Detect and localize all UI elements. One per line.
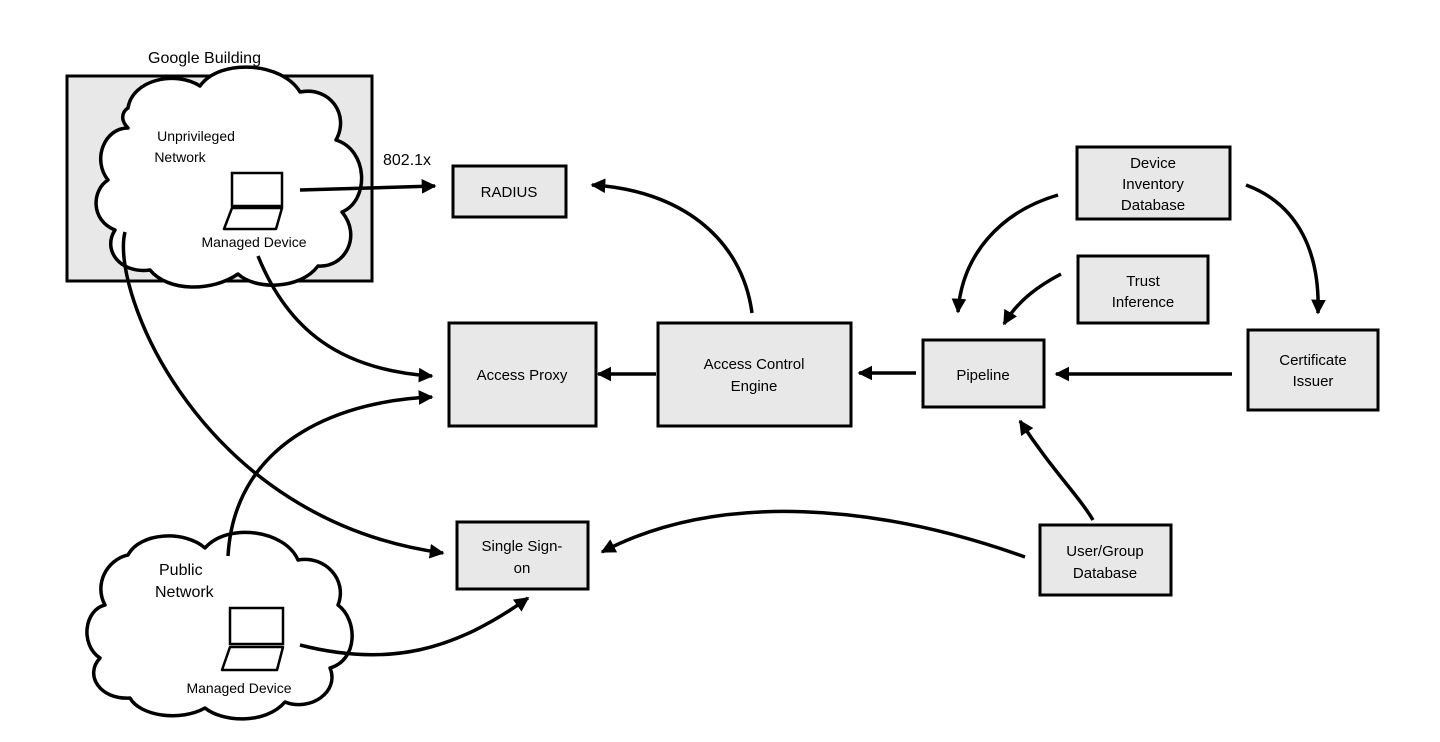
device-inventory-label-3: Database bbox=[1121, 197, 1185, 214]
edge-device-inventory-to-pipeline bbox=[951, 193, 1059, 314]
node-radius: RADIUS bbox=[451, 164, 568, 219]
edge-public-network-to-access-proxy bbox=[226, 390, 434, 557]
certificate-issuer-label-1: Certificate bbox=[1279, 352, 1347, 369]
node-access-control-engine: Access Control Engine bbox=[656, 321, 853, 428]
single-sign-on-label-2: on bbox=[514, 560, 531, 577]
node-device-inventory-database: Device Inventory Database bbox=[1075, 145, 1232, 221]
unprivileged-network-label-1: Unprivileged bbox=[157, 128, 235, 144]
edge-public-device-to-sso bbox=[299, 596, 530, 657]
edge-user-group-to-sso bbox=[600, 509, 1026, 559]
edge-managed-device-to-access-proxy bbox=[256, 255, 434, 383]
public-network-label-2: Network bbox=[155, 584, 215, 601]
cloud-shape bbox=[94, 65, 364, 289]
device-inventory-label-1: Device bbox=[1130, 155, 1176, 172]
node-certificate-issuer: Certificate Issuer bbox=[1246, 328, 1380, 412]
device-inventory-label-2: Inventory bbox=[1122, 176, 1184, 193]
access-control-engine-label-2: Engine bbox=[731, 378, 778, 395]
edge-device-inventory-to-cert-issuer bbox=[1245, 183, 1326, 315]
node-pipeline: Pipeline bbox=[921, 338, 1046, 409]
edge-building-to-sso bbox=[121, 231, 445, 559]
node-access-proxy: Access Proxy bbox=[447, 321, 598, 428]
edge-user-group-to-pipeline bbox=[1018, 419, 1095, 521]
access-proxy-label: Access Proxy bbox=[477, 367, 568, 384]
edge-laptop-to-radius bbox=[299, 179, 437, 194]
trust-inference-label-2: Inference bbox=[1112, 294, 1175, 311]
public-network-cloud: Public Network Managed Device bbox=[85, 530, 354, 721]
public-network-label-1: Public bbox=[159, 562, 203, 579]
node-user-group-database: User/Group Database bbox=[1038, 523, 1173, 597]
pipeline-label: Pipeline bbox=[956, 367, 1009, 384]
node-single-sign-on: Single Sign- on bbox=[455, 520, 590, 591]
certificate-issuer-label-2: Issuer bbox=[1293, 373, 1334, 390]
unprivileged-network-label-2: Network bbox=[154, 149, 206, 165]
trust-inference-label-1: Trust bbox=[1126, 273, 1160, 290]
managed-device-label: Managed Device bbox=[186, 680, 291, 696]
edge-ace-to-radius bbox=[590, 178, 754, 314]
edge-trust-inference-to-pipeline bbox=[1002, 272, 1062, 326]
dot1x-edge-label: 802.1x bbox=[383, 152, 431, 169]
building-title: Google Building bbox=[148, 50, 261, 67]
user-group-label-1: User/Group bbox=[1066, 543, 1144, 560]
user-group-label-2: Database bbox=[1073, 565, 1137, 582]
laptop-icon bbox=[222, 171, 284, 231]
cloud-shape bbox=[85, 530, 354, 721]
single-sign-on-label-1: Single Sign- bbox=[482, 538, 563, 555]
unprivileged-network-cloud: Unprivileged Network Managed Device bbox=[94, 65, 364, 289]
access-control-engine-label-1: Access Control bbox=[704, 356, 805, 373]
laptop-icon bbox=[220, 606, 285, 672]
edges bbox=[121, 178, 1326, 657]
node-trust-inference: Trust Inference bbox=[1076, 254, 1210, 325]
radius-label: RADIUS bbox=[481, 184, 538, 201]
managed-device-label: Managed Device bbox=[201, 234, 306, 250]
